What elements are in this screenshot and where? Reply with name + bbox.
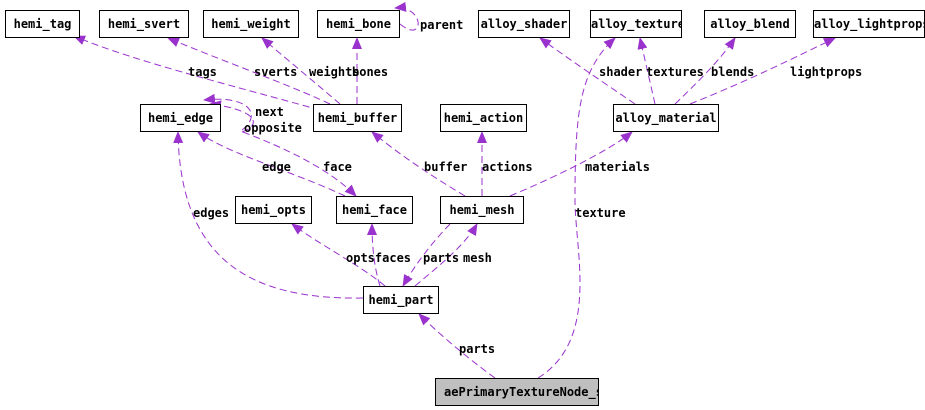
node-hemi-buffer[interactable]: hemi_buffer [313, 104, 402, 132]
label-weights: weights [309, 65, 360, 79]
label-texture: texture [575, 206, 626, 220]
node-hemi-svert[interactable]: hemi_svert [99, 10, 189, 38]
label-sverts: sverts [254, 65, 298, 79]
label-parent: parent [420, 18, 464, 32]
label-mesh: mesh [463, 251, 492, 265]
edge-lightprops [689, 37, 836, 105]
edge-texture [537, 37, 616, 379]
node-hemi-face[interactable]: hemi_face [336, 196, 413, 224]
node-hemi-weight[interactable]: hemi_weight [203, 10, 299, 38]
label-buffer: buffer [424, 160, 468, 174]
node-alloy-texture[interactable]: alloy_texture [590, 10, 682, 38]
node-hemi-edge[interactable]: hemi_edge [140, 104, 221, 132]
label-parts-root: parts [459, 342, 496, 356]
edge-parent [394, 1, 419, 31]
node-alloy-material[interactable]: alloy_material [613, 104, 719, 132]
edge-optsfaces-opts [291, 223, 386, 287]
edge-shader [539, 37, 636, 105]
label-materials: materials [585, 160, 651, 174]
edge-materials [509, 131, 633, 197]
edge-parts-mesh [402, 223, 451, 287]
label-edge: edge [262, 160, 291, 174]
node-alloy-blend[interactable]: alloy_blend [704, 10, 796, 38]
edge-opposite [209, 100, 254, 133]
edge-tags [73, 35, 321, 111]
label-tags: tags [188, 65, 217, 79]
label-actions: actions [482, 160, 533, 174]
label-edges: edges [193, 206, 230, 220]
edge-next [203, 93, 252, 131]
label-next: next [255, 105, 284, 119]
label-shader: shader [599, 65, 643, 79]
edge-blends [674, 37, 736, 105]
edge-parts-root [418, 313, 496, 379]
label-bones: bones [352, 65, 389, 79]
edge-weights [261, 37, 341, 105]
label-face: face [323, 160, 352, 174]
node-hemi-bone[interactable]: hemi_bone [317, 10, 400, 38]
node-alloy-shader[interactable]: alloy_shader [478, 10, 570, 38]
label-textures: textures [646, 65, 704, 79]
label-parts-mesh: parts [423, 251, 460, 265]
edge-buffer [371, 131, 466, 197]
label-opposite: opposite [244, 121, 302, 135]
node-alloy-lightprops[interactable]: alloy_lightprops [813, 10, 925, 38]
node-hemi-mesh[interactable]: hemi_mesh [440, 196, 524, 224]
edge-sverts [167, 37, 331, 105]
node-hemi-action[interactable]: hemi_action [440, 104, 527, 132]
node-hemi-opts[interactable]: hemi_opts [235, 196, 312, 224]
edge-edge [197, 131, 346, 197]
node-hemi-part[interactable]: hemi_part [363, 286, 439, 314]
label-blends: blends [711, 65, 755, 79]
label-lightprops: lightprops [790, 65, 863, 79]
edge-face [242, 131, 357, 197]
node-root[interactable]: aePrimaryTextureNode_s [435, 378, 599, 406]
node-hemi-tag[interactable]: hemi_tag [5, 10, 80, 38]
edge-mesh [414, 223, 478, 287]
label-optsfaces: optsfaces [346, 251, 412, 265]
edge-textures [637, 37, 656, 105]
edge-optsfaces-face [367, 223, 381, 287]
